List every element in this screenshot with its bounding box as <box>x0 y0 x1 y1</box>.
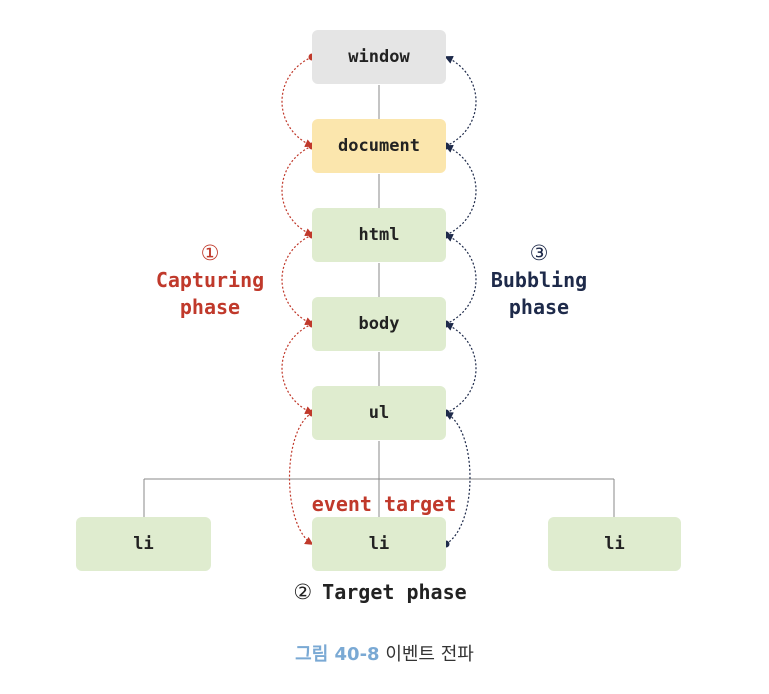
node-body: body <box>312 297 446 351</box>
capture-arrow-window-document <box>281 56 314 148</box>
capture-arrow-body-ul <box>281 323 314 415</box>
capturing-label-line1: Capturing <box>155 268 265 292</box>
capturing-phase-label: ① Capturing phase <box>130 240 290 321</box>
capture-arrow-html-body <box>281 234 314 326</box>
figure-number: 그림 40-8 <box>295 644 380 665</box>
capturing-label-line2: phase <box>179 295 241 319</box>
capture-arrow-document-html <box>281 145 314 237</box>
capture-arrow-ul-li <box>289 412 314 545</box>
target-phase-text: Target phase <box>322 580 467 604</box>
bubble-arrow-document-window <box>444 55 477 147</box>
target-phase-label: ② Target phase <box>250 579 510 606</box>
bubble-arrow-ul-body <box>444 322 477 414</box>
bubbling-arrows <box>444 55 477 545</box>
figure-title: 이벤트 전파 <box>385 644 474 665</box>
bubble-arrow-li-ul <box>444 412 471 545</box>
bubble-arrow-html-document <box>444 144 477 236</box>
node-li-left: li <box>76 517 211 571</box>
bubbling-step-number: ③ <box>529 241 549 265</box>
tree-connectors <box>143 85 615 517</box>
node-document: document <box>312 119 446 173</box>
capturing-step-number: ① <box>200 241 220 265</box>
node-html: html <box>312 208 446 262</box>
target-step-number: ② <box>293 580 313 604</box>
bubbling-label-line2: phase <box>508 295 570 319</box>
bubble-arrow-body-html <box>444 233 477 325</box>
event-target-label: event target <box>311 492 457 516</box>
capturing-arrows <box>281 56 314 545</box>
node-window: window <box>312 30 446 84</box>
node-ul: ul <box>312 386 446 440</box>
bubbling-label-line1: Bubbling <box>490 268 588 292</box>
figure-caption: 그림 40-8 이벤트 전파 <box>0 640 769 666</box>
node-li-center: li <box>312 517 446 571</box>
bubbling-phase-label: ③ Bubbling phase <box>459 240 619 321</box>
node-li-right: li <box>548 517 681 571</box>
